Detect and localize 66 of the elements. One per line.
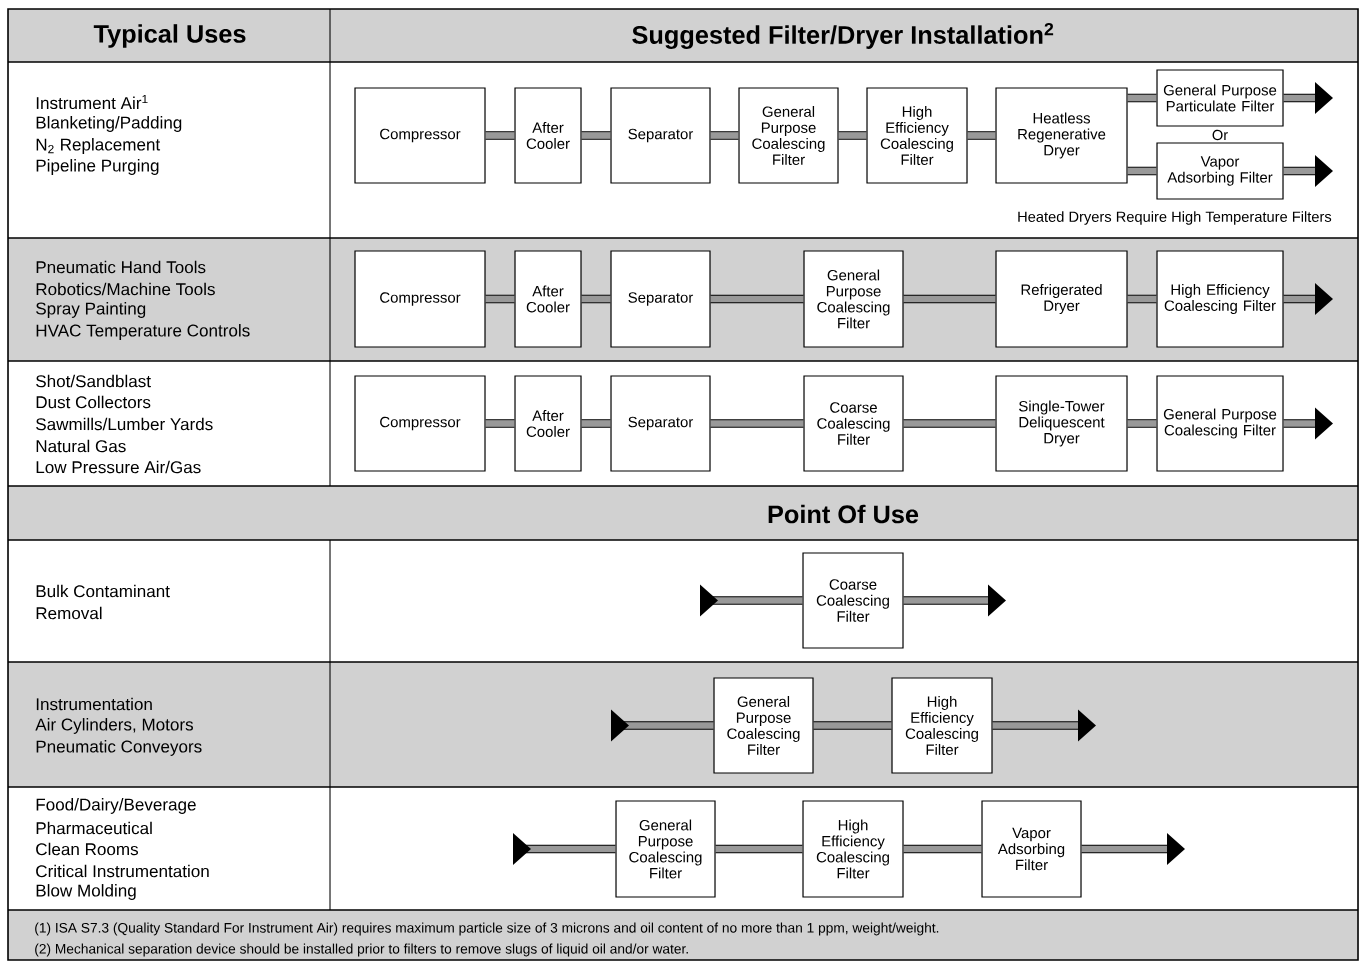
use-list-item: Pharmaceutical: [36, 821, 152, 835]
use-list-item: Blow Molding: [36, 884, 136, 900]
process-box: Separator: [610, 375, 711, 472]
use-list-item: Dust Collectors: [36, 395, 151, 409]
use-list-item: Shot/Sandblast: [36, 374, 151, 388]
use-list-item: Instrument Air$^{1}$: [36, 94, 148, 110]
use-list-item: Critical Instrumentation: [36, 864, 209, 878]
note-text: Or: [1212, 129, 1228, 141]
use-list-item: Low Pressure Air/Gas: [36, 460, 201, 474]
footnote: (2) Mechanical separation device should be installed prior to filters to remove slugs of liquid oil and/or water.: [35, 943, 688, 957]
use-list-item: HVAC Temperature Controls: [36, 324, 250, 340]
process-box: Vapor Adsorbing Filter: [981, 800, 1082, 898]
use-list-item: Robotics/Machine Tools: [36, 282, 215, 296]
arrow: [1283, 82, 1333, 114]
process-box: General Purpose Coalescing Filter: [803, 250, 904, 348]
use-list-item: Food/Dairy/Beverage: [36, 798, 196, 814]
use-list-item: Pneumatic Hand Tools: [36, 260, 206, 274]
process-box: General Purpose Particulate Filter: [1156, 69, 1284, 127]
process-box: After Cooler: [514, 375, 582, 472]
process-box: Refrigerated Dryer: [995, 250, 1128, 348]
note-text: Heated Dryers Require High Temperature Filters: [1018, 211, 1332, 225]
process-box: High Efficiency Coalescing Filter: [1156, 250, 1284, 348]
column-heading: Point Of Use: [768, 504, 919, 524]
process-box: General Purpose Coalescing Filter: [713, 677, 814, 774]
use-list-item: Air Cylinders, Motors: [35, 718, 193, 734]
process-box: Vapor Adsorbing Filter: [1156, 142, 1284, 200]
arrow: [1081, 833, 1185, 865]
process-box: High Efficiency Coalescing Filter: [891, 677, 993, 774]
use-list-item: Clean Rooms: [36, 842, 138, 856]
process-box: Heatless Regenerative Dryer: [995, 87, 1128, 184]
use-list-item: Spray Painting: [36, 302, 146, 318]
column-heading: Typical Uses: [93, 24, 246, 48]
use-list-item: Sawmills/Lumber Yards: [36, 417, 213, 431]
arrow: [1283, 283, 1333, 315]
use-list-item: Instrumentation: [36, 697, 152, 711]
use-list-item: Pipeline Purging: [36, 159, 159, 175]
process-box: Coarse Coalescing Filter: [802, 552, 904, 649]
use-list-item: Bulk Contaminant: [36, 584, 170, 598]
footnote: (1) ISA S7.3 (Quality Standard For Instrument Air) requires maximum particle size of 3 microns and oil content of no more than 1 ppm, weight/weight.: [35, 922, 939, 936]
process-box: High Efficiency Coalescing Filter: [802, 800, 904, 898]
arrow: [700, 584, 803, 617]
arrow: [611, 709, 714, 742]
process-box: Coarse Coalescing Filter: [803, 375, 904, 472]
process-box: Compressor: [354, 250, 486, 348]
arrow: [903, 584, 1006, 617]
arrow: [1283, 407, 1333, 440]
process-box: Separator: [610, 87, 711, 184]
process-box: Single-Tower Deliquescent Dryer: [995, 375, 1128, 472]
process-box: Separator: [610, 250, 711, 348]
process-box: High Efficiency Coalescing Filter: [866, 87, 968, 184]
process-box: After Cooler: [514, 250, 582, 348]
arrow: [1283, 155, 1333, 187]
process-box: Compressor: [354, 375, 486, 472]
column-heading: Suggested Filter/Dryer Installation$^{2}$: [632, 22, 1054, 50]
use-list-item: Removal: [36, 606, 102, 620]
process-box: Compressor: [354, 87, 486, 184]
process-box: General Purpose Coalescing Filter: [1156, 375, 1284, 472]
process-box: General Purpose Coalescing Filter: [738, 87, 839, 184]
arrow: [513, 833, 616, 865]
use-list-item: Pneumatic Conveyors: [36, 740, 202, 756]
arrow: [992, 709, 1096, 742]
process-box: General Purpose Coalescing Filter: [615, 800, 716, 898]
use-list-item: Natural Gas: [36, 439, 126, 453]
use-list-item: N$_{2}$ Replacement: [36, 138, 161, 154]
process-box: After Cooler: [514, 87, 582, 184]
use-list-item: Blanketing/Padding: [36, 116, 182, 132]
